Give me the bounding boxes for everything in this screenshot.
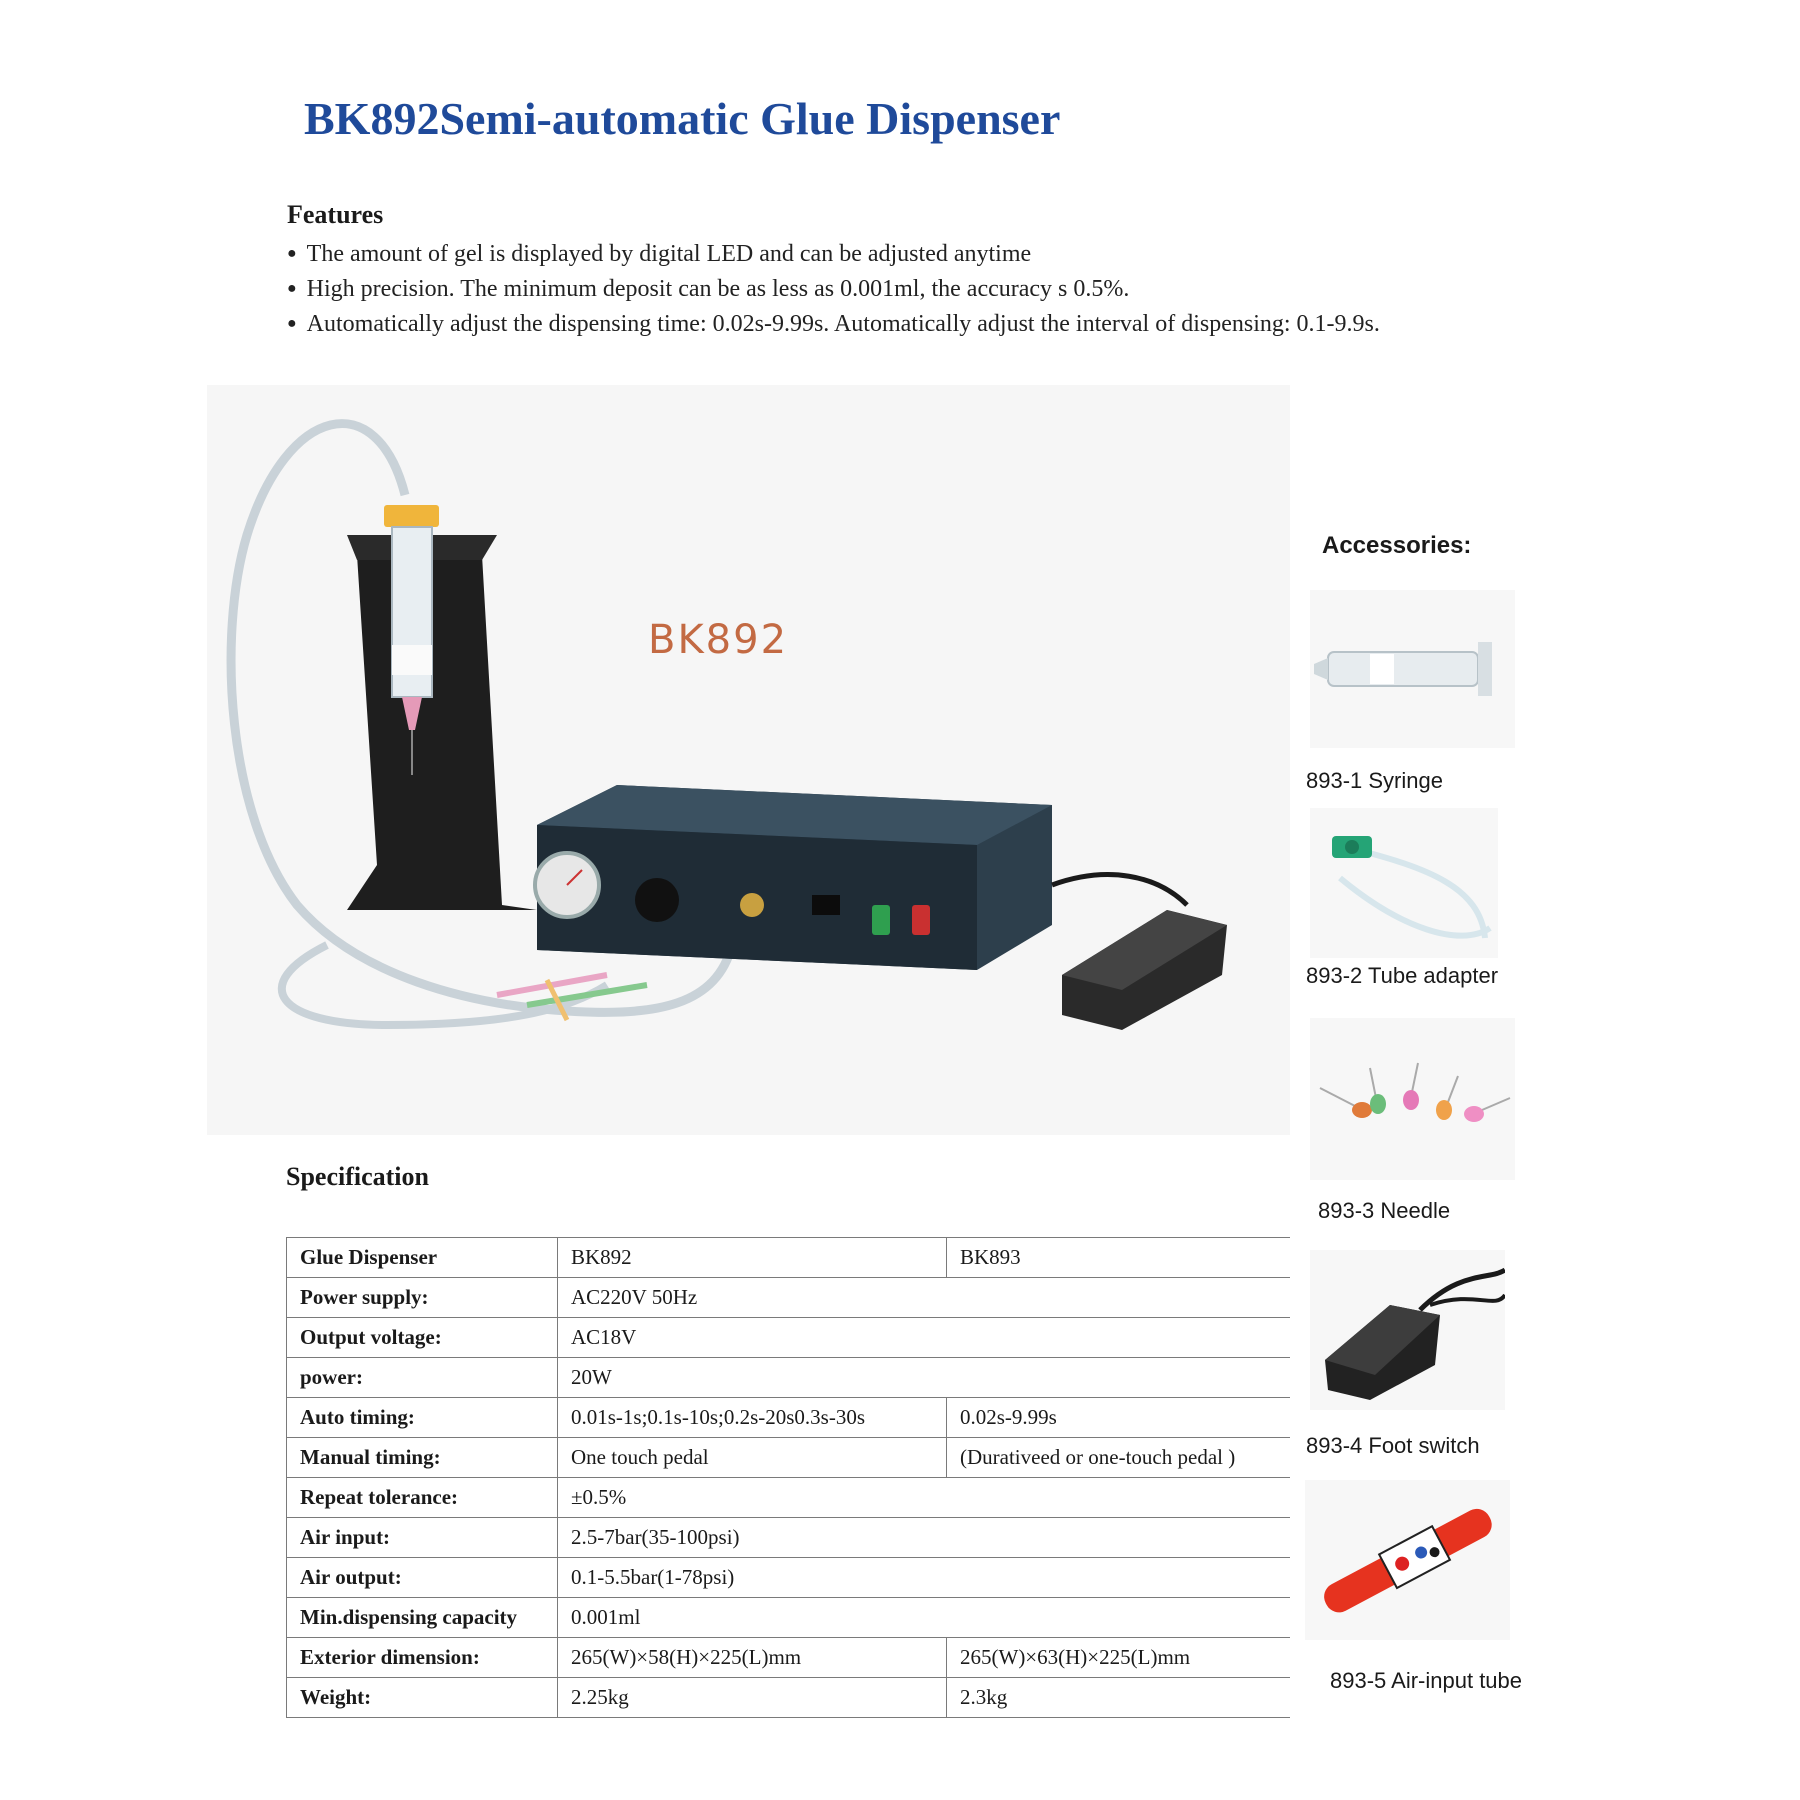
spec-value-cell: BK893 — [946, 1237, 1290, 1278]
features-heading: Features — [287, 200, 384, 229]
accessory-label-air-input-tube: 893-5 Air-input tube — [1330, 1668, 1523, 1693]
spec-row: Power supply:AC220V 50Hz — [286, 1277, 1290, 1318]
foot-pedal-top — [1062, 910, 1227, 990]
spec-label-cell: Weight: — [286, 1677, 558, 1718]
foot-switch-icon — [1325, 1267, 1507, 1400]
spec-value-cell: ±0.5% — [557, 1477, 1290, 1518]
spec-value-cell: 2.5-7bar(35-100psi) — [557, 1517, 1290, 1558]
spec-value-cell: 2.25kg — [557, 1677, 947, 1718]
product-photo: BK892 — [207, 385, 1290, 1135]
spec-value-cell: One touch pedal — [557, 1437, 947, 1478]
syringe-stand — [347, 555, 537, 910]
spec-value-cell: AC18V — [557, 1317, 1290, 1358]
spec-row: Auto timing:0.01s-1s;0.1s-10s;0.2s-20s0.… — [286, 1397, 1290, 1438]
spec-value-cell: (Durativeed or one-touch pedal ) — [946, 1437, 1290, 1478]
features-list: The amount of gel is displayed by digita… — [287, 238, 1380, 343]
spec-label-cell: Air input: — [286, 1517, 558, 1558]
spec-label-cell: Glue Dispenser — [286, 1237, 558, 1278]
product-label: BK892 — [648, 617, 789, 663]
specification-heading: Specification — [286, 1162, 429, 1191]
dispenser-illustration — [226, 419, 1227, 1030]
spec-label-cell: Power supply: — [286, 1277, 558, 1318]
spec-value-cell: 0.1-5.5bar(1-78psi) — [557, 1557, 1290, 1598]
accessory-label-tube-adapter: 893-2 Tube adapter — [1306, 963, 1499, 988]
air-input-tube-image — [1305, 1480, 1510, 1640]
accessory-label-needle: 893-3 Needle — [1318, 1198, 1451, 1223]
spec-value-cell: 0.001ml — [557, 1597, 1290, 1638]
pressure-knob — [635, 878, 679, 922]
spec-label-cell: Auto timing: — [286, 1397, 558, 1438]
feature-item: The amount of gel is displayed by digita… — [287, 238, 1380, 273]
spec-row: Air output:0.1-5.5bar(1-78psi) — [286, 1557, 1290, 1598]
spec-value-cell: 0.01s-1s;0.1s-10s;0.2s-20s0.3s-30s — [557, 1397, 947, 1438]
spec-value-cell: 2.3kg — [946, 1677, 1290, 1718]
spec-value-cell: AC220V 50Hz — [557, 1277, 1290, 1318]
spec-row: Exterior dimension:265(W)×58(H)×225(L)mm… — [286, 1637, 1290, 1678]
foot-switch-image — [1310, 1250, 1507, 1410]
spec-label-cell: Exterior dimension: — [286, 1637, 558, 1678]
power-switch — [912, 905, 930, 935]
air-hose — [226, 419, 740, 1017]
accessories-heading: Accessories: — [1322, 532, 1472, 559]
spec-value-cell: BK892 — [557, 1237, 947, 1278]
loose-needles — [496, 972, 648, 1022]
tube-adapter-image — [1310, 808, 1498, 958]
air-input-tube-icon — [1324, 1508, 1492, 1613]
page-title: BK892Semi-automatic Glue Dispenser — [304, 93, 1061, 144]
spec-row: Repeat tolerance:±0.5% — [286, 1477, 1290, 1518]
timer-display — [812, 895, 840, 915]
syringe-icon — [1314, 642, 1492, 696]
spec-row: Manual timing:One touch pedal(Durativeed… — [286, 1437, 1290, 1478]
air-output-port — [740, 893, 764, 917]
needle-image — [1310, 1018, 1515, 1180]
needle-icon — [1319, 1062, 1511, 1122]
spec-label-cell: power: — [286, 1357, 558, 1398]
feature-item: Automatically adjust the dispensing time… — [287, 308, 1380, 343]
spec-value-cell: 265(W)×63(H)×225(L)mm — [946, 1637, 1290, 1678]
syringe-needle-hub — [402, 697, 422, 730]
syringe-cap — [384, 505, 439, 527]
feature-item: High precision. The minimum deposit can … — [287, 273, 1380, 308]
spec-label-cell: Repeat tolerance: — [286, 1477, 558, 1518]
spec-value-cell: 265(W)×58(H)×225(L)mm — [557, 1637, 947, 1678]
spec-value-cell: 0.02s-9.99s — [946, 1397, 1290, 1438]
auto-switch — [872, 905, 890, 935]
tube-adapter-icon — [1332, 836, 1492, 939]
syringe-image — [1310, 590, 1515, 748]
accessory-label-syringe: 893-1 Syringe — [1306, 768, 1443, 793]
spec-value-cell: 20W — [557, 1357, 1290, 1398]
spec-label-cell: Output voltage: — [286, 1317, 558, 1358]
dispenser-top — [537, 785, 1052, 845]
spec-label-cell: Min.dispensing capacity — [286, 1597, 558, 1638]
spec-row: Output voltage:AC18V — [286, 1317, 1290, 1358]
spec-row: Air input:2.5-7bar(35-100psi) — [286, 1517, 1290, 1558]
spec-label-cell: Manual timing: — [286, 1437, 558, 1478]
accessory-label-foot-switch: 893-4 Foot switch — [1306, 1433, 1480, 1458]
pedal-cable — [1051, 872, 1189, 907]
syringe-plunger — [392, 645, 432, 675]
spec-row: power:20W — [286, 1357, 1290, 1398]
spec-label-cell: Air output: — [286, 1557, 558, 1598]
